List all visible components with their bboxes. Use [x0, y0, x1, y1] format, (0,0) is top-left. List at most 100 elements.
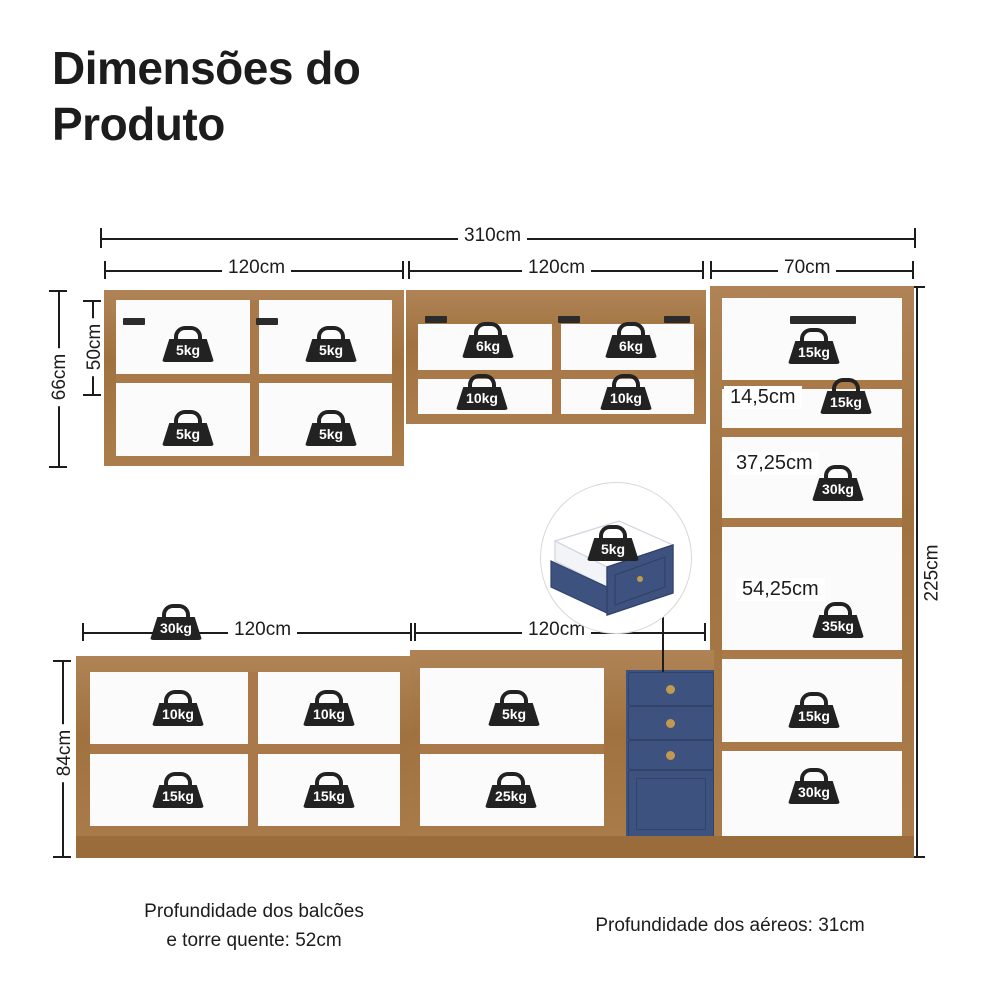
handle: [425, 316, 447, 323]
dim-tick: [82, 623, 84, 641]
weight-hook-icon: [174, 410, 202, 425]
dim-tick: [710, 261, 712, 279]
weight-badge: 10kg: [152, 690, 204, 726]
weight-hook-icon: [599, 525, 627, 540]
page-title: Dimensões do Produto: [52, 40, 572, 152]
shelf: [722, 650, 902, 659]
shelf: [420, 744, 604, 754]
weight-badge: 5kg: [305, 326, 357, 362]
weight-badge: 10kg: [303, 690, 355, 726]
weight-badge: 15kg: [820, 378, 872, 414]
dim-tick: [83, 394, 101, 396]
weight-hook-icon: [800, 768, 828, 783]
dim-tick: [49, 466, 67, 468]
drawer-callout: 5kg: [540, 482, 692, 634]
weight-badge: 35kg: [812, 602, 864, 638]
base-strip-left: [76, 836, 714, 858]
dim-tick: [408, 261, 410, 279]
dim-tower-shelf-1-label: 14,5cm: [724, 386, 802, 409]
drawer-knob[interactable]: [666, 719, 675, 728]
caption-left-line2: e torre quente: 52cm: [166, 929, 342, 951]
drawer-knob[interactable]: [666, 751, 675, 760]
weight-badge: 30kg: [788, 768, 840, 804]
shelf: [722, 380, 902, 389]
dim-tick: [83, 300, 101, 302]
weight-badge: 5kg: [488, 690, 540, 726]
weight-badge: 15kg: [788, 692, 840, 728]
weight-hook-icon: [162, 604, 190, 619]
shelf: [722, 742, 902, 751]
weight-badge: 6kg: [605, 322, 657, 358]
dim-tick: [53, 660, 71, 662]
dim-tick: [914, 228, 916, 248]
handle: [558, 316, 580, 323]
weight-badge: 5kg: [305, 410, 357, 446]
weight-hook-icon: [800, 692, 828, 707]
dim-top-mid-label: 120cm: [522, 257, 592, 279]
handle: [664, 316, 690, 323]
divider: [248, 672, 258, 826]
handle: [256, 318, 278, 325]
divider: [552, 324, 561, 414]
base-strip-right: [714, 836, 914, 858]
dim-top-left-label: 120cm: [222, 257, 292, 279]
caption-left: Profundidade dos balcões e torre quente:…: [64, 898, 444, 955]
weight-hook-icon: [832, 378, 860, 393]
dim-bottom-left-label: 120cm: [228, 619, 298, 641]
weight-hook-icon: [315, 772, 343, 787]
weight-badge: 30kg: [812, 465, 864, 501]
weight-badge: 6kg: [462, 322, 514, 358]
caption-right: Profundidade dos aéreos: 31cm: [595, 915, 865, 936]
divider: [250, 300, 259, 456]
weight-badge: 5kg: [162, 410, 214, 446]
drawer-knob[interactable]: [666, 685, 675, 694]
dim-tick: [104, 261, 106, 279]
dim-tick: [912, 261, 914, 279]
caption-left-line1: Profundidade dos balcões: [144, 901, 364, 922]
handle: [790, 316, 856, 324]
dim-top-right-label: 70cm: [778, 257, 837, 279]
weight-badge: 30kg: [150, 604, 202, 640]
weight-hook-icon: [474, 322, 502, 337]
dim-bottom-mid-label: 120cm: [522, 619, 592, 641]
dim-225-label: 225cm: [921, 538, 944, 608]
dim-84-label: 84cm: [54, 723, 77, 783]
weight-badge: 10kg: [600, 374, 652, 410]
weight-hook-icon: [468, 374, 496, 389]
weight-hook-icon: [824, 465, 852, 480]
shelf: [722, 428, 902, 437]
dim-tick: [702, 261, 704, 279]
weight-hook-icon: [800, 328, 828, 343]
handle: [123, 318, 145, 325]
dim-tick: [410, 623, 412, 641]
weight-hook-icon: [824, 602, 852, 617]
weight-hook-icon: [612, 374, 640, 389]
dim-tick: [100, 228, 102, 248]
weight-hook-icon: [617, 322, 645, 337]
weight-badge: 10kg: [456, 374, 508, 410]
dim-tower-shelf-3-label: 54,25cm: [736, 578, 825, 601]
callout-leader-line: [662, 600, 664, 672]
dim-tick: [704, 623, 706, 641]
page-title-line1: Dimensões do: [52, 42, 361, 94]
dim-tick: [414, 623, 416, 641]
dim-50-label: 50cm: [84, 317, 107, 377]
dim-66-label: 66cm: [49, 347, 72, 407]
dim-tower-shelf-2-label: 37,25cm: [730, 452, 819, 475]
weight-badge: 15kg: [152, 772, 204, 808]
weight-hook-icon: [317, 410, 345, 425]
dim-tick: [49, 290, 67, 292]
shelf: [722, 518, 902, 527]
dim-tick: [53, 856, 71, 858]
weight-hook-icon: [164, 690, 192, 705]
shelf: [90, 744, 400, 754]
dim-total-width-label: 310cm: [458, 225, 528, 247]
weight-badge: 5kg: [162, 326, 214, 362]
weight-hook-icon: [500, 690, 528, 705]
dim-tick: [907, 856, 925, 858]
weight-badge: 5kg: [587, 525, 639, 561]
weight-hook-icon: [317, 326, 345, 341]
weight-hook-icon: [164, 772, 192, 787]
weight-hook-icon: [497, 772, 525, 787]
